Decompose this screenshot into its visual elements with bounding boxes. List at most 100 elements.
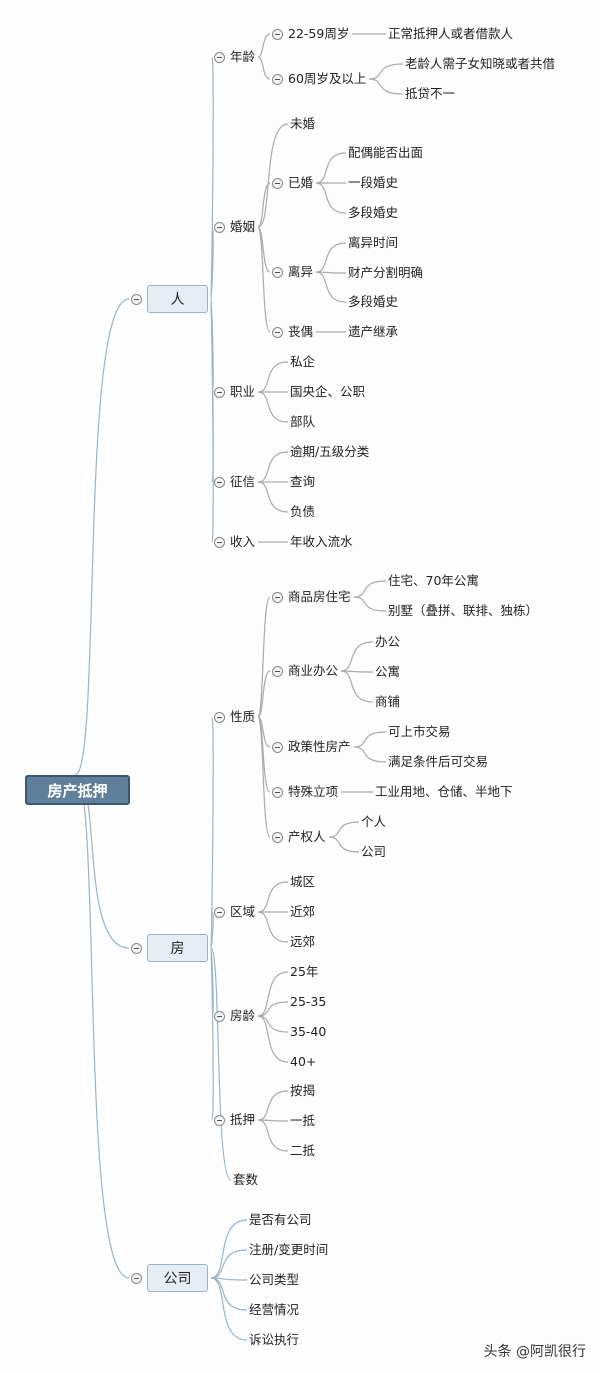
node[interactable]: 商铺 — [375, 693, 400, 711]
node[interactable]: 查询 — [290, 473, 315, 491]
node[interactable]: 住宅、70年公寓 — [388, 572, 479, 590]
collapse-icon[interactable] — [272, 741, 283, 753]
node-label: 部队 — [290, 414, 316, 429]
node-area[interactable]: 区域 — [214, 903, 255, 921]
collapse-icon[interactable] — [131, 1272, 142, 1284]
node[interactable]: 私企 — [290, 353, 315, 371]
node[interactable]: 商业办公 — [272, 662, 338, 680]
node[interactable]: 满足条件后可交易 — [388, 753, 488, 771]
node-house-age[interactable]: 房龄 — [214, 1007, 255, 1025]
node[interactable]: 离异时间 — [348, 234, 398, 252]
node[interactable]: 国央企、公职 — [290, 383, 365, 401]
node[interactable]: 25-35 — [290, 993, 326, 1011]
connector-line — [257, 182, 271, 228]
node[interactable]: 城区 — [290, 873, 315, 891]
node[interactable]: 正常抵押人或者借款人 — [388, 25, 513, 43]
node-credit[interactable]: 征信 — [214, 473, 255, 491]
node-label: 商品房住宅 — [288, 589, 351, 604]
node[interactable]: 已婚 — [272, 174, 313, 192]
collapse-icon[interactable] — [214, 51, 225, 63]
node[interactable]: 商品房住宅 — [272, 588, 351, 606]
node[interactable]: 负债 — [290, 503, 315, 521]
node-age[interactable]: 年龄 — [214, 48, 255, 66]
node[interactable]: 按揭 — [290, 1082, 315, 1100]
node[interactable]: 办公 — [375, 633, 400, 651]
node-label: 财产分割明确 — [348, 265, 424, 280]
collapse-icon[interactable] — [272, 266, 283, 278]
node[interactable]: 可上市交易 — [388, 723, 451, 741]
node[interactable]: 逾期/五级分类 — [290, 443, 369, 461]
collapse-icon[interactable] — [214, 476, 225, 488]
node[interactable]: 22-59周岁 — [272, 25, 349, 43]
node[interactable]: 配偶能否出面 — [348, 144, 423, 162]
node[interactable]: 经营情况 — [249, 1301, 299, 1319]
collapse-icon[interactable] — [272, 326, 283, 338]
connector-line — [315, 271, 347, 303]
node[interactable]: 多段婚史 — [348, 293, 398, 311]
topic-person[interactable]: 人 — [131, 285, 208, 313]
node[interactable]: 40+ — [290, 1053, 316, 1071]
collapse-icon[interactable] — [214, 1010, 225, 1022]
node[interactable]: 一段婚史 — [348, 174, 398, 192]
node[interactable]: 远郊 — [290, 933, 315, 951]
node[interactable]: 遗产继承 — [348, 323, 398, 341]
node[interactable]: 工业用地、仓储、半地下 — [375, 783, 513, 801]
node[interactable]: 离异 — [272, 263, 313, 281]
node[interactable]: 年收入流水 — [290, 533, 353, 551]
collapse-icon[interactable] — [214, 221, 225, 233]
node[interactable]: 25年 — [290, 963, 318, 981]
root-topic[interactable]: 房产抵押 — [25, 775, 130, 805]
node[interactable]: 注册/变更时间 — [249, 1241, 328, 1259]
node[interactable]: 政策性房产 — [272, 738, 351, 756]
collapse-icon[interactable] — [272, 591, 283, 603]
node[interactable]: 丧偶 — [272, 323, 313, 341]
node-job[interactable]: 职业 — [214, 383, 255, 401]
collapse-icon[interactable] — [131, 942, 142, 954]
connector-line — [257, 1090, 289, 1121]
node[interactable]: 公司 — [361, 843, 386, 861]
node[interactable]: 别墅（叠拼、联排、独栋） — [388, 602, 538, 620]
node-mortgage[interactable]: 抵押 — [214, 1111, 255, 1129]
node[interactable]: 财产分割明确 — [348, 264, 423, 282]
connector-line — [257, 881, 289, 913]
collapse-icon[interactable] — [272, 177, 283, 189]
collapse-icon[interactable] — [214, 906, 225, 918]
node[interactable]: 部队 — [290, 413, 315, 431]
topic-house[interactable]: 房 — [131, 934, 208, 962]
node[interactable]: 个人 — [361, 813, 386, 831]
connector-line — [210, 226, 214, 300]
node[interactable]: 诉讼执行 — [249, 1331, 299, 1349]
node[interactable]: 公司类型 — [249, 1271, 299, 1289]
node-label: 房龄 — [230, 1008, 256, 1023]
node[interactable]: 未婚 — [290, 115, 315, 133]
collapse-icon[interactable] — [214, 1114, 225, 1126]
node[interactable]: 60周岁及以上 — [272, 70, 366, 88]
node[interactable]: 是否有公司 — [249, 1211, 312, 1229]
connector-line — [257, 123, 289, 228]
node[interactable]: 公寓 — [375, 663, 400, 681]
connector-line — [257, 1001, 289, 1017]
collapse-icon[interactable] — [131, 293, 142, 305]
collapse-icon[interactable] — [214, 386, 225, 398]
node[interactable]: 产权人 — [272, 828, 326, 846]
topic-company[interactable]: 公司 — [131, 1264, 208, 1292]
node-marriage[interactable]: 婚姻 — [214, 218, 255, 236]
node-nature[interactable]: 性质 — [214, 708, 255, 726]
collapse-icon[interactable] — [272, 831, 283, 843]
node[interactable]: 二抵 — [290, 1142, 315, 1160]
collapse-icon[interactable] — [272, 665, 283, 677]
node[interactable]: 35-40 — [290, 1023, 326, 1041]
collapse-icon[interactable] — [214, 536, 225, 548]
node-count[interactable]: 套数 — [233, 1171, 258, 1189]
node[interactable]: 老龄人需子女知晓或者共借 — [405, 55, 555, 73]
collapse-icon[interactable] — [272, 73, 283, 85]
node[interactable]: 抵贷不一 — [405, 85, 455, 103]
node[interactable]: 一抵 — [290, 1112, 315, 1130]
node[interactable]: 特殊立项 — [272, 783, 338, 801]
collapse-icon[interactable] — [214, 711, 225, 723]
collapse-icon[interactable] — [272, 786, 283, 798]
collapse-icon[interactable] — [272, 28, 283, 40]
node-income[interactable]: 收入 — [214, 533, 255, 551]
node[interactable]: 多段婚史 — [348, 204, 398, 222]
node[interactable]: 近郊 — [290, 903, 315, 921]
